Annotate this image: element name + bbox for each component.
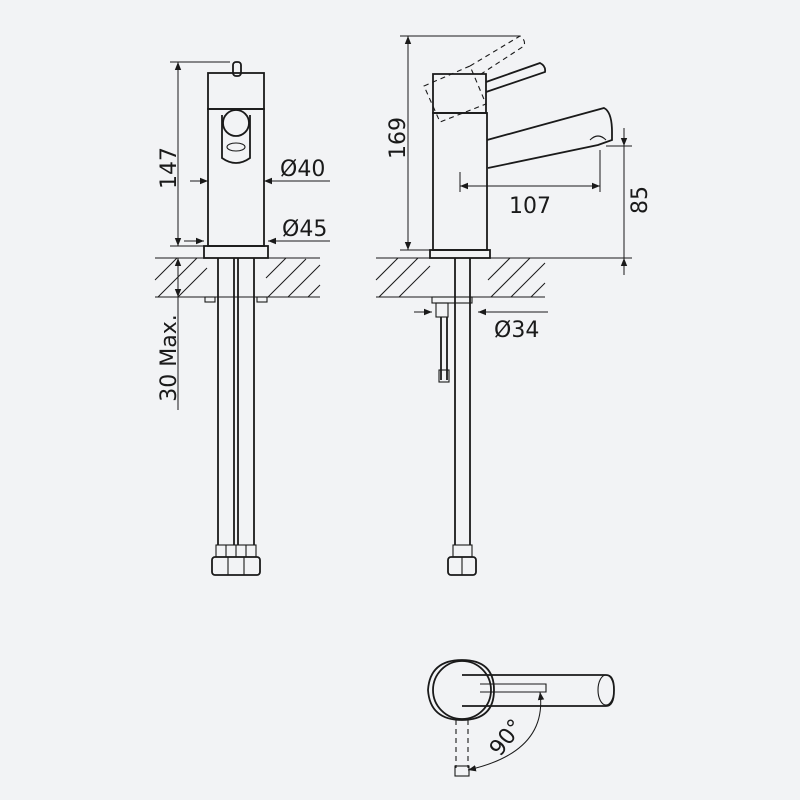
max-thickness-label: 30 Max. <box>157 314 182 401</box>
front-height-label: 147 <box>157 147 182 189</box>
reach-label: 107 <box>509 194 551 219</box>
rotation-label: 90° <box>485 715 529 761</box>
front-view: 147 Ø40 Ø45 30 Max. <box>154 61 330 576</box>
side-view: 169 107 85 Ø34 <box>375 35 653 576</box>
base-diameter-label: Ø45 <box>282 217 327 242</box>
body-diameter-label: Ø40 <box>280 157 325 182</box>
side-height-label: 169 <box>386 117 411 159</box>
shank-diameter-label: Ø34 <box>494 318 539 343</box>
spout-height-label: 85 <box>628 186 653 214</box>
side-countertop <box>375 257 546 298</box>
top-view: 90° <box>427 659 615 777</box>
